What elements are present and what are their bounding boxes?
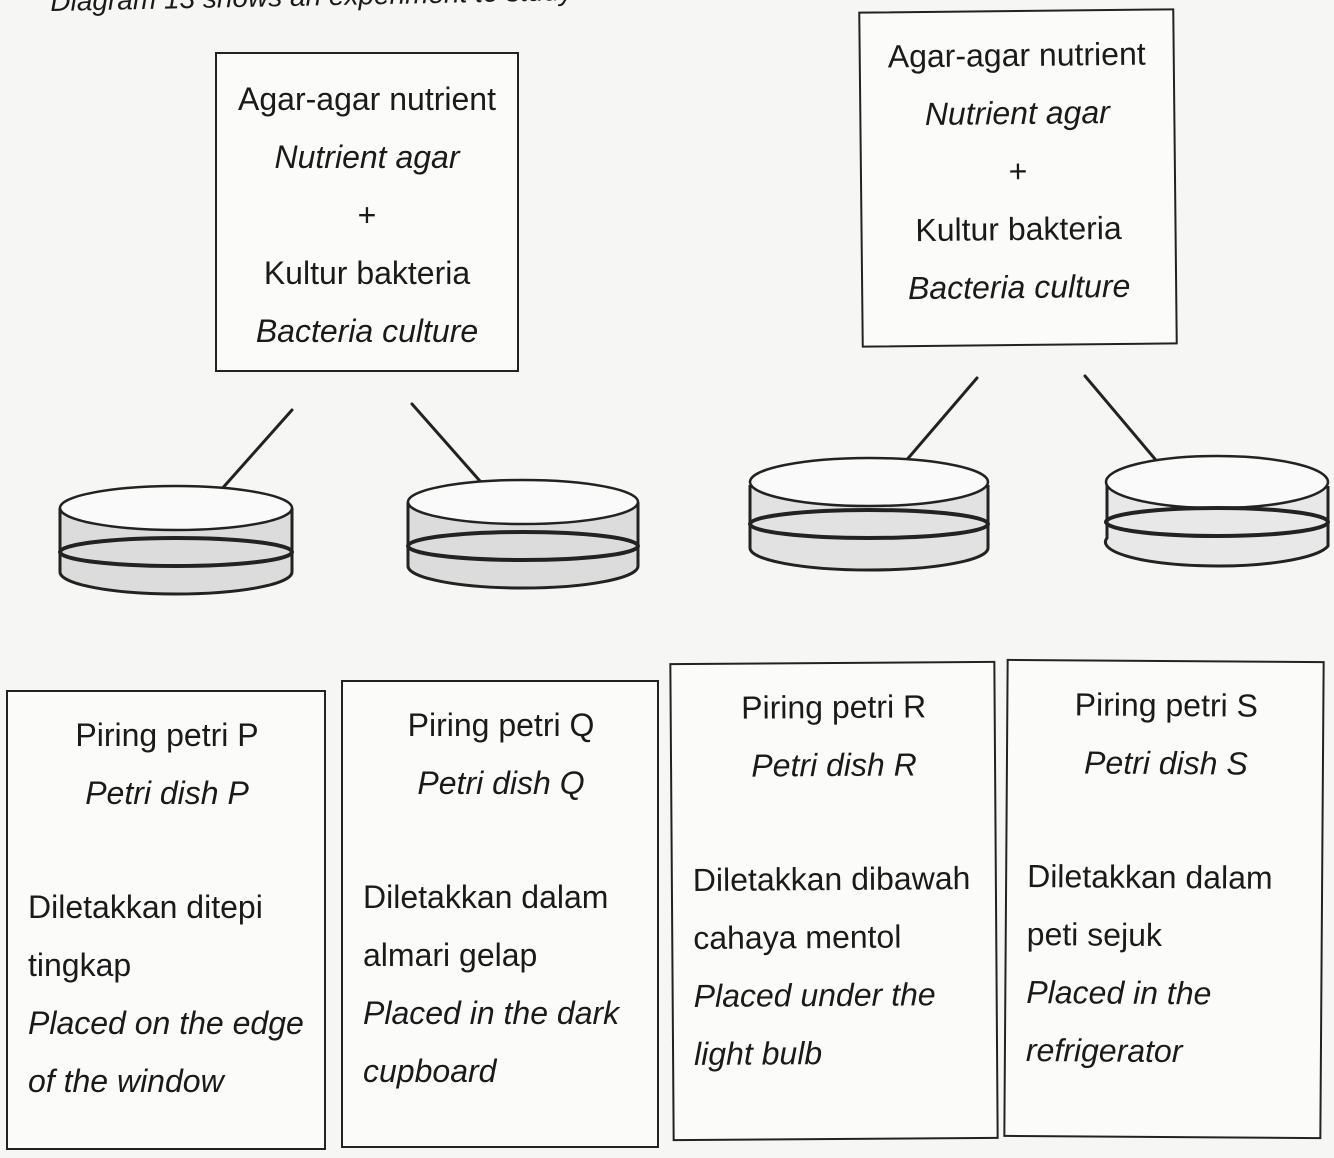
source-box-left: Agar-agar nutrient Nutrient agar + Kultu… xyxy=(215,52,519,372)
petri-dish-q-icon xyxy=(406,478,640,590)
dish-desc-ms-2: tingkap xyxy=(28,947,132,983)
dish-desc-en-2: refrigerator xyxy=(1025,1032,1183,1070)
petri-dish-s-icon xyxy=(1103,454,1330,568)
petri-dish-r-icon xyxy=(748,456,990,572)
culture-line-en: Bacteria culture xyxy=(255,313,479,349)
dish-box-r: Piring petri R Petri dish R Diletakkan d… xyxy=(669,660,999,1142)
dish-desc-ms-1: Diletakkan dalam xyxy=(363,879,609,915)
dish-desc-ms-1: Diletakkan dibawah xyxy=(692,860,971,898)
dish-desc-en-1: Placed on the edge xyxy=(28,1005,304,1041)
petri-dish-p-icon xyxy=(58,484,294,596)
dish-desc-en-1: Placed under the xyxy=(693,976,936,1014)
dish-desc-ms-1: Diletakkan ditepi xyxy=(28,889,263,925)
dish-box-s: Piring petri S Petri dish S Diletakkan d… xyxy=(1003,658,1325,1140)
dish-title-ms: Piring petri R xyxy=(741,688,927,726)
dish-title-en: Petri dish R xyxy=(751,746,917,784)
dish-title-en: Petri dish Q xyxy=(417,765,585,801)
dish-desc-en-1: Placed in the dark xyxy=(363,995,620,1031)
dish-desc-en-1: Placed in the xyxy=(1026,974,1212,1012)
dish-desc-en-2: of the window xyxy=(28,1063,224,1099)
culture-line-ms: Kultur bakteria xyxy=(263,255,471,291)
dish-desc-en-2: light bulb xyxy=(693,1035,823,1072)
source-line-en: Nutrient agar xyxy=(274,139,460,175)
dish-box-q: Piring petri Q Petri dish Q Diletakkan d… xyxy=(341,680,659,1148)
dish-desc-ms-1: Diletakkan dalam xyxy=(1027,858,1273,896)
dish-title-ms: Piring petri S xyxy=(1074,686,1259,724)
dish-desc-ms-2: almari gelap xyxy=(363,937,538,973)
dish-title-en: Petri dish S xyxy=(1084,744,1248,782)
dish-desc-en-2: cupboard xyxy=(363,1053,497,1089)
dish-title-ms: Piring petri Q xyxy=(407,707,595,743)
source-line-ms: Agar-agar nutrient xyxy=(238,81,496,117)
dish-title-ms: Piring petri P xyxy=(75,717,259,753)
dish-box-p: Piring petri P Petri dish P Diletakkan d… xyxy=(6,690,326,1150)
dish-desc-ms-2: peti sejuk xyxy=(1026,916,1163,953)
dish-title-en: Petri dish P xyxy=(85,775,249,811)
dish-desc-ms-2: cahaya mentol xyxy=(693,918,902,956)
plus-sign: + xyxy=(357,197,377,233)
